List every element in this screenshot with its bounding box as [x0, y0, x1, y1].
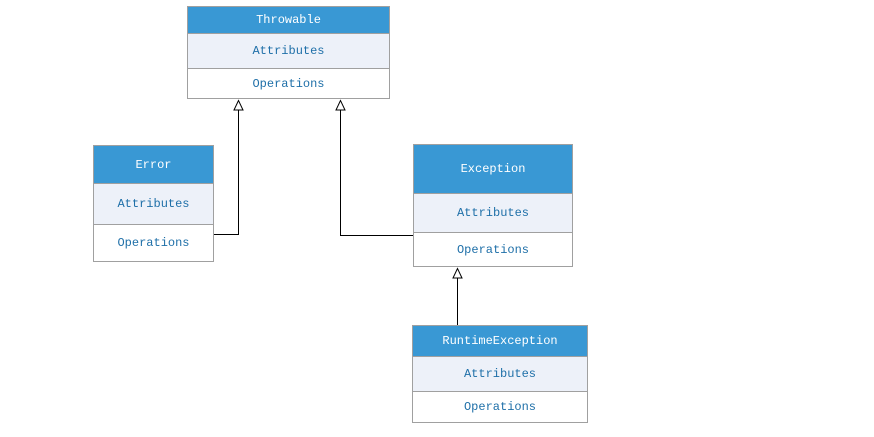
generalization-arrow-exception-throwable [335, 99, 413, 236]
class-name-header: RuntimeException [413, 326, 587, 357]
hollow-triangle-arrowhead [335, 99, 346, 111]
class-name-header: Error [94, 146, 213, 184]
attributes-compartment: Attributes [94, 184, 213, 225]
generalization-arrow-runtimeexception-exception [452, 267, 463, 325]
operations-compartment: Operations [413, 392, 587, 422]
class-box-error: Error Attributes Operations [93, 145, 214, 262]
class-name-header: Exception [414, 145, 572, 194]
class-box-runtimeexception: RuntimeException Attributes Operations [412, 325, 588, 423]
operations-compartment: Operations [188, 69, 389, 98]
operations-compartment: Operations [414, 233, 572, 266]
class-box-throwable: Throwable Attributes Operations [187, 6, 390, 99]
class-name-header: Throwable [188, 7, 389, 34]
class-box-exception: Exception Attributes Operations [413, 144, 573, 267]
attributes-compartment: Attributes [414, 194, 572, 233]
attributes-compartment: Attributes [413, 357, 587, 392]
attributes-compartment: Attributes [188, 34, 389, 69]
hollow-triangle-arrowhead [452, 267, 463, 279]
operations-compartment: Operations [94, 225, 213, 261]
generalization-arrow-error-throwable [214, 99, 244, 235]
hollow-triangle-arrowhead [233, 99, 244, 111]
